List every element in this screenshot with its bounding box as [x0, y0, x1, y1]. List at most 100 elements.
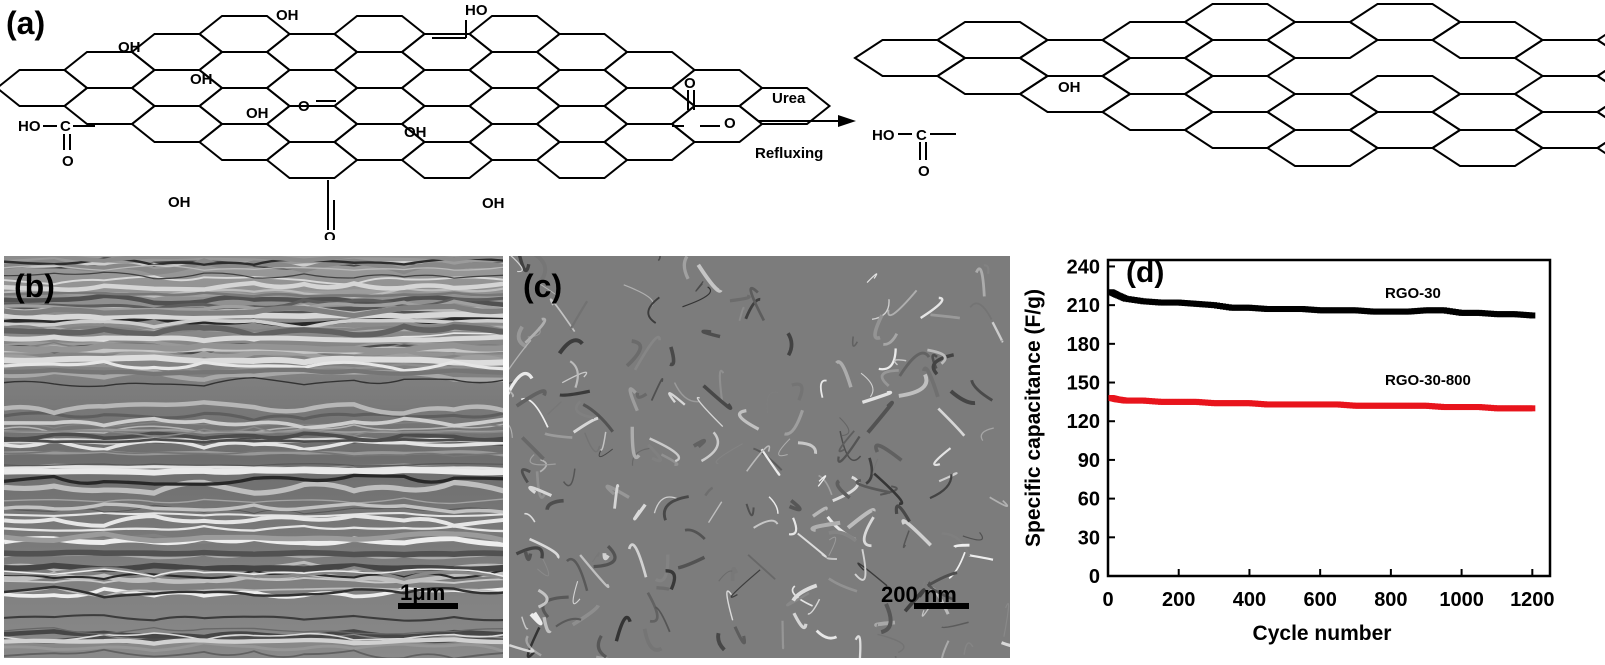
sheet-layer — [4, 334, 503, 344]
crumple-ridge — [557, 338, 584, 355]
hexagon-ring — [265, 141, 359, 179]
svg-text:C: C — [916, 127, 927, 144]
crumple-ridge — [613, 484, 620, 509]
svg-text:O: O — [724, 115, 736, 132]
crumple-ridge — [718, 570, 733, 582]
crumple-ridge — [968, 554, 994, 561]
sheet-layer — [4, 438, 503, 452]
reaction-arrow — [758, 115, 856, 127]
crumple-ridge — [657, 256, 661, 262]
crumple-ridge — [877, 633, 905, 654]
rgo-bonds — [898, 133, 956, 160]
crumple-ridge — [933, 447, 952, 466]
crumple-ridge — [926, 571, 958, 588]
hexagon-ring — [1348, 111, 1462, 149]
crumple-ridge — [746, 445, 771, 472]
crumple-ridge — [786, 591, 810, 607]
crumple-ridge — [701, 329, 721, 339]
crumple-ridge — [528, 485, 553, 497]
crumple-ridge — [538, 283, 557, 296]
crumple-ridge — [545, 498, 564, 510]
y-tick-label: 210 — [1067, 295, 1100, 317]
scale-bar-label-b: 1μm — [400, 580, 446, 605]
crumple-ridge — [846, 508, 876, 530]
crumple-ridge — [819, 379, 827, 398]
crumple-ridge — [788, 517, 798, 536]
sheet-layer — [4, 648, 503, 658]
svg-text:HO: HO — [465, 2, 488, 19]
crumple-ridge — [692, 438, 707, 449]
sheet-layer — [4, 467, 503, 476]
svg-text:C: C — [60, 118, 71, 135]
sheet-layer — [4, 585, 503, 599]
crumple-ridge — [929, 474, 953, 500]
hexagon-ring — [197, 87, 292, 125]
hexagon-ring — [1430, 21, 1545, 59]
hexagon-ring — [1018, 39, 1132, 77]
crumple-ridge — [854, 635, 862, 658]
crumple-ridge — [544, 432, 573, 439]
crumple-ridge — [702, 384, 733, 410]
hexagon-ring — [332, 87, 427, 125]
crumple-ridge — [832, 475, 860, 503]
arrow-label-refluxing: Refluxing — [755, 145, 823, 162]
x-tick-label: 400 — [1233, 589, 1266, 611]
sheet-layer — [4, 369, 503, 383]
crumple-ridge — [584, 432, 601, 453]
crumple-ridge — [1000, 641, 1010, 648]
crumple-ridge — [524, 317, 547, 344]
y-axis-title: Specific capacitance (F/g) — [1022, 289, 1045, 547]
crumple-ridge — [614, 615, 632, 642]
crumple-ridge — [707, 501, 723, 523]
crumple-ridge — [569, 300, 589, 331]
crumple-ridge — [938, 472, 958, 483]
crumple-ridge — [826, 556, 837, 560]
crumple-ridge — [718, 369, 725, 404]
crumple-ridge — [828, 536, 837, 557]
crumple-ridge — [810, 520, 841, 532]
panel-label-b: (b) — [14, 268, 55, 304]
crumple-ridge — [871, 299, 890, 320]
crumple-ridge — [791, 583, 818, 602]
hexagon-ring — [1348, 75, 1462, 113]
svg-text:OH: OH — [190, 71, 213, 88]
hexagon-ring — [1513, 111, 1605, 149]
crumple-ridge — [535, 471, 547, 499]
crumple-ridge — [533, 256, 548, 283]
crumple-ridge — [625, 339, 643, 368]
crumple-ridge — [921, 607, 930, 617]
hexagon-ring — [853, 39, 967, 77]
crumple-ridge — [866, 400, 894, 434]
crumple-ridge — [509, 389, 514, 398]
hexagon-ring — [467, 123, 562, 161]
crumple-ridge — [653, 496, 679, 514]
crumple-ridge — [529, 454, 556, 466]
crumple-ridge — [569, 360, 579, 388]
crumple-ridge — [828, 530, 858, 543]
hexagon-ring — [935, 57, 1050, 95]
sheet-layer — [4, 530, 503, 544]
crumple-ridge — [949, 389, 976, 405]
crumple-ridge — [677, 555, 706, 570]
sheet-layer — [4, 303, 503, 319]
crumple-ridge — [931, 353, 955, 376]
crumple-ridge — [559, 389, 591, 397]
crumple-ridge — [630, 426, 641, 460]
crumple-ridge — [781, 620, 785, 650]
crumple-ridge — [510, 256, 523, 273]
crumple-ridge — [778, 438, 791, 457]
crumple-ridge — [571, 604, 601, 627]
sheet-layer — [4, 411, 503, 422]
hexagon-ring — [130, 105, 224, 143]
crumple-ridge — [515, 389, 547, 408]
crumple-ridge — [561, 371, 588, 384]
crumple-ridge — [696, 263, 723, 293]
svg-text:OH: OH — [118, 39, 141, 56]
crumple-ridge — [726, 590, 734, 621]
crumple-ridge — [517, 256, 531, 273]
svg-text:HO: HO — [872, 127, 895, 144]
sheet-layer — [4, 416, 503, 430]
crumple-ridge — [744, 297, 761, 320]
hexagon-ring — [0, 69, 89, 107]
x-tick-label: 0 — [1102, 589, 1113, 611]
